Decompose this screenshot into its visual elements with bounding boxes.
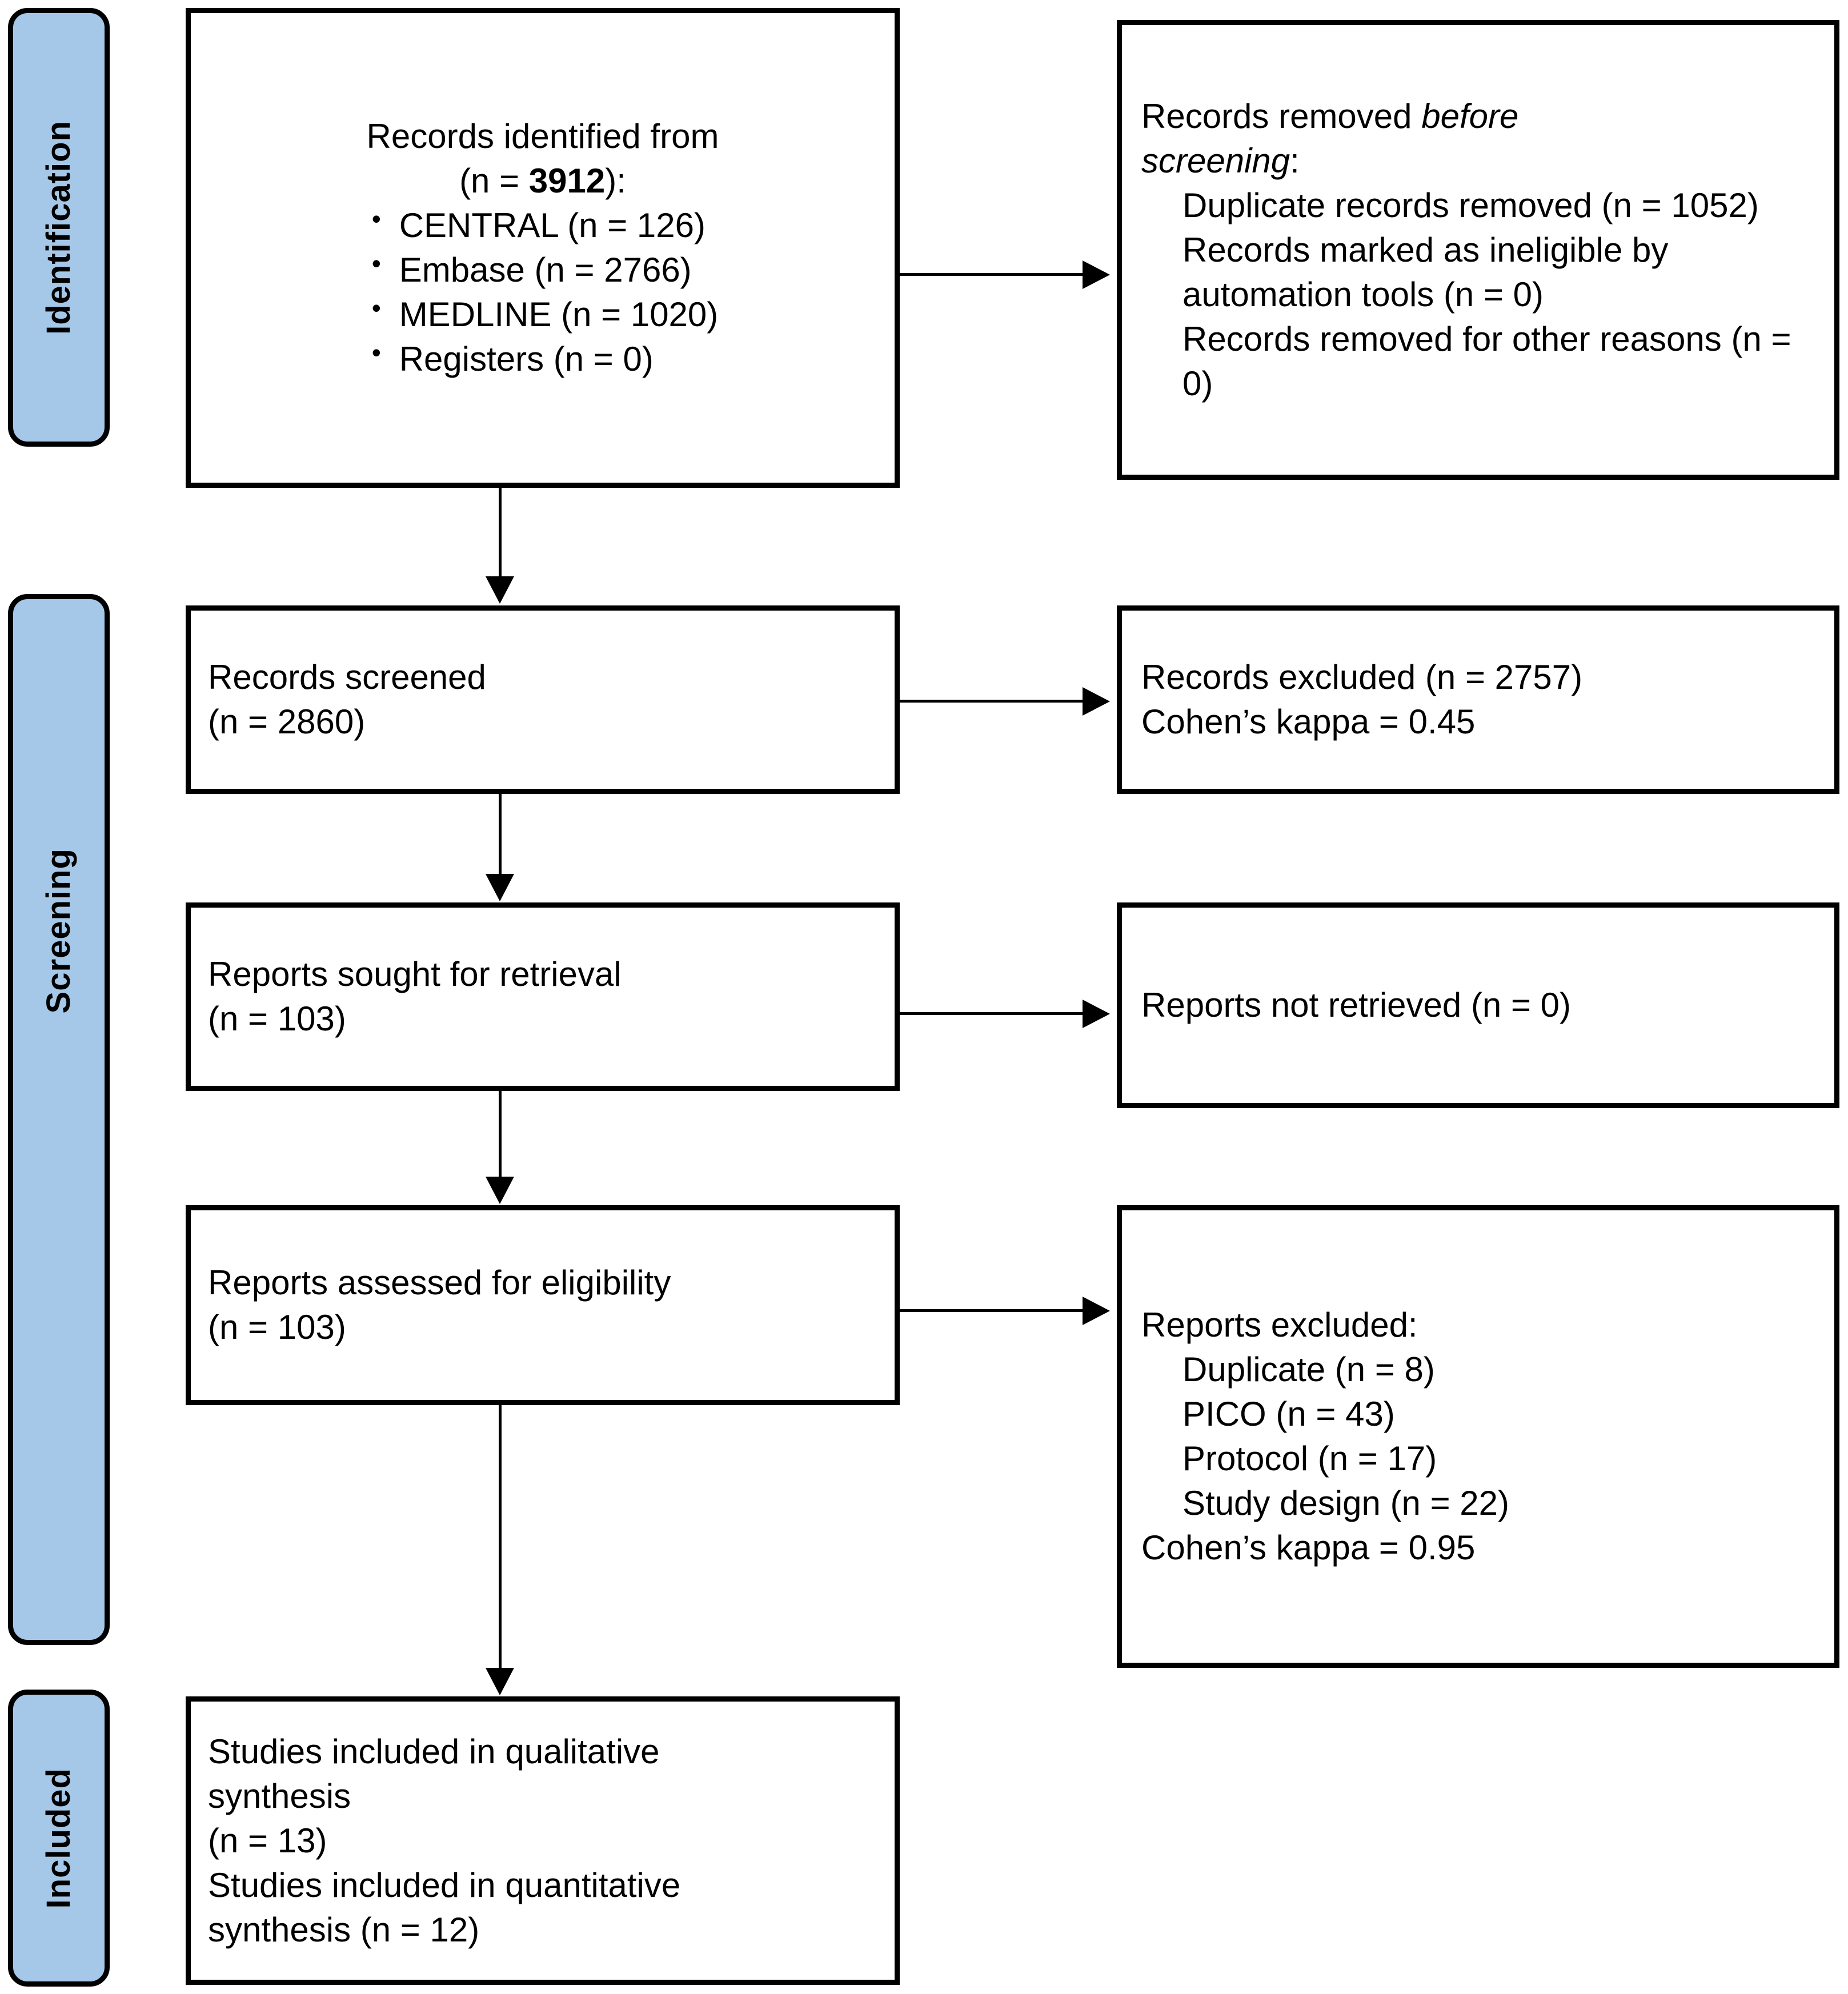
list-item: Protocol (n = 17)	[1182, 1439, 1437, 1478]
heading-colon: :	[1290, 141, 1300, 180]
stage-label-identification: Identification	[40, 120, 77, 335]
studies-quantitative-label: Studies included in quantitative	[208, 1865, 681, 1904]
connector-sought-to-not-retrieved	[900, 1012, 1083, 1015]
list-item: Study design (n = 22)	[1182, 1484, 1510, 1522]
box-reports-assessed-body: Reports assessed for eligibility (n = 10…	[191, 1261, 895, 1350]
stage-pill-included: Included	[8, 1690, 110, 1987]
studies-qualitative-label-2: synthesis	[208, 1776, 351, 1815]
total-prefix: (n =	[459, 162, 529, 200]
list-item: Registers (n = 0)	[367, 336, 719, 382]
connector-assessed-to-excluded	[900, 1309, 1083, 1312]
total-suffix: ):	[605, 162, 626, 200]
box-reports-not-retrieved-body: Reports not retrieved (n = 0)	[1122, 983, 1834, 1028]
list-item: Records removed for other reasons (n = 0…	[1182, 319, 1791, 403]
reports-excluded-heading: Reports excluded:	[1141, 1306, 1418, 1344]
stage-label-included: Included	[40, 1767, 77, 1909]
arrow-identified-to-removed	[1083, 260, 1110, 289]
connector-sought-to-assessed	[499, 1091, 502, 1177]
list-item: Duplicate records removed (n = 1052)	[1182, 186, 1759, 224]
connector-screened-to-sought	[499, 794, 502, 874]
box-records-screened: Records screened (n = 2860)	[186, 605, 900, 794]
heading-emphasis-before: before	[1421, 97, 1519, 135]
box-reports-assessed: Reports assessed for eligibility (n = 10…	[186, 1205, 900, 1405]
box-records-identified: Records identified from (n = 3912): CENT…	[186, 8, 900, 488]
records-identified-heading: Records identified from	[366, 117, 719, 155]
connector-screened-to-excluded	[900, 700, 1083, 703]
box-studies-included: Studies included in qualitative synthesi…	[186, 1696, 900, 1985]
reports-sought-label: Reports sought for retrieval	[208, 955, 622, 993]
reports-excluded-kappa: Cohen’s kappa = 0.95	[1141, 1528, 1476, 1567]
arrow-screened-to-excluded	[1083, 687, 1110, 716]
stage-pill-screening: Screening	[8, 594, 110, 1645]
box-records-excluded: Records excluded (n = 2757) Cohen’s kapp…	[1117, 605, 1839, 794]
connector-identified-to-screened	[499, 488, 502, 576]
reports-sought-count: (n = 103)	[208, 1000, 346, 1038]
arrow-sought-to-assessed	[486, 1177, 514, 1204]
box-reports-excluded: Reports excluded: Duplicate (n = 8) PICO…	[1117, 1205, 1839, 1668]
box-records-removed-body: Records removed before screening: Duplic…	[1122, 94, 1834, 406]
list-item: CENTRAL (n = 126)	[367, 202, 719, 248]
arrow-assessed-to-included	[486, 1668, 514, 1695]
box-reports-excluded-body: Reports excluded: Duplicate (n = 8) PICO…	[1122, 1303, 1834, 1570]
list-item: Records marked as ineligible by automati…	[1182, 230, 1669, 314]
box-studies-included-body: Studies included in qualitative synthesi…	[191, 1730, 895, 1952]
records-removed-heading: Records removed before	[1141, 94, 1815, 139]
connector-identified-to-removed	[900, 273, 1083, 276]
heading-emphasis-screening: screening	[1141, 141, 1290, 180]
arrow-screened-to-sought	[486, 874, 514, 901]
list-item: Duplicate (n = 8)	[1182, 1350, 1435, 1389]
box-records-removed: Records removed before screening: Duplic…	[1117, 20, 1839, 480]
box-reports-not-retrieved: Reports not retrieved (n = 0)	[1117, 902, 1839, 1108]
reports-not-retrieved-count: Reports not retrieved (n = 0)	[1141, 986, 1572, 1024]
box-records-identified-body: Records identified from (n = 3912): CENT…	[191, 114, 895, 382]
box-reports-sought-body: Reports sought for retrieval (n = 103)	[191, 952, 895, 1041]
records-identified-total: (n = 3912):	[208, 159, 877, 203]
list-item: MEDLINE (n = 1020)	[367, 291, 719, 337]
list-item: PICO (n = 43)	[1182, 1395, 1395, 1433]
list-item: Embase (n = 2766)	[367, 247, 719, 292]
studies-quantitative-count: synthesis (n = 12)	[208, 1910, 480, 1949]
stage-pill-identification: Identification	[8, 8, 110, 447]
arrow-sought-to-not-retrieved	[1083, 1000, 1110, 1028]
arrow-assessed-to-excluded	[1083, 1297, 1110, 1325]
records-excluded-count: Records excluded (n = 2757)	[1141, 658, 1583, 696]
box-records-screened-body: Records screened (n = 2860)	[191, 655, 895, 744]
box-reports-sought: Reports sought for retrieval (n = 103)	[186, 902, 900, 1091]
heading-prefix: Records removed	[1141, 97, 1422, 135]
connector-assessed-to-included	[499, 1405, 502, 1668]
records-identified-sources: CENTRAL (n = 126) Embase (n = 2766) MEDL…	[208, 202, 877, 382]
records-excluded-kappa: Cohen’s kappa = 0.45	[1141, 703, 1476, 741]
records-screened-label: Records screened	[208, 658, 486, 696]
reports-assessed-count: (n = 103)	[208, 1308, 346, 1346]
stage-label-screening: Screening	[40, 848, 77, 1014]
records-removed-heading-2: screening:	[1141, 139, 1815, 183]
total-value: 3912	[528, 162, 606, 200]
arrow-identified-to-screened	[486, 576, 514, 604]
studies-qualitative-count: (n = 13)	[208, 1821, 327, 1860]
studies-qualitative-label-1: Studies included in qualitative	[208, 1732, 660, 1771]
records-screened-count: (n = 2860)	[208, 703, 366, 741]
box-records-excluded-body: Records excluded (n = 2757) Cohen’s kapp…	[1122, 655, 1834, 744]
reports-assessed-label: Reports assessed for eligibility	[208, 1263, 671, 1302]
